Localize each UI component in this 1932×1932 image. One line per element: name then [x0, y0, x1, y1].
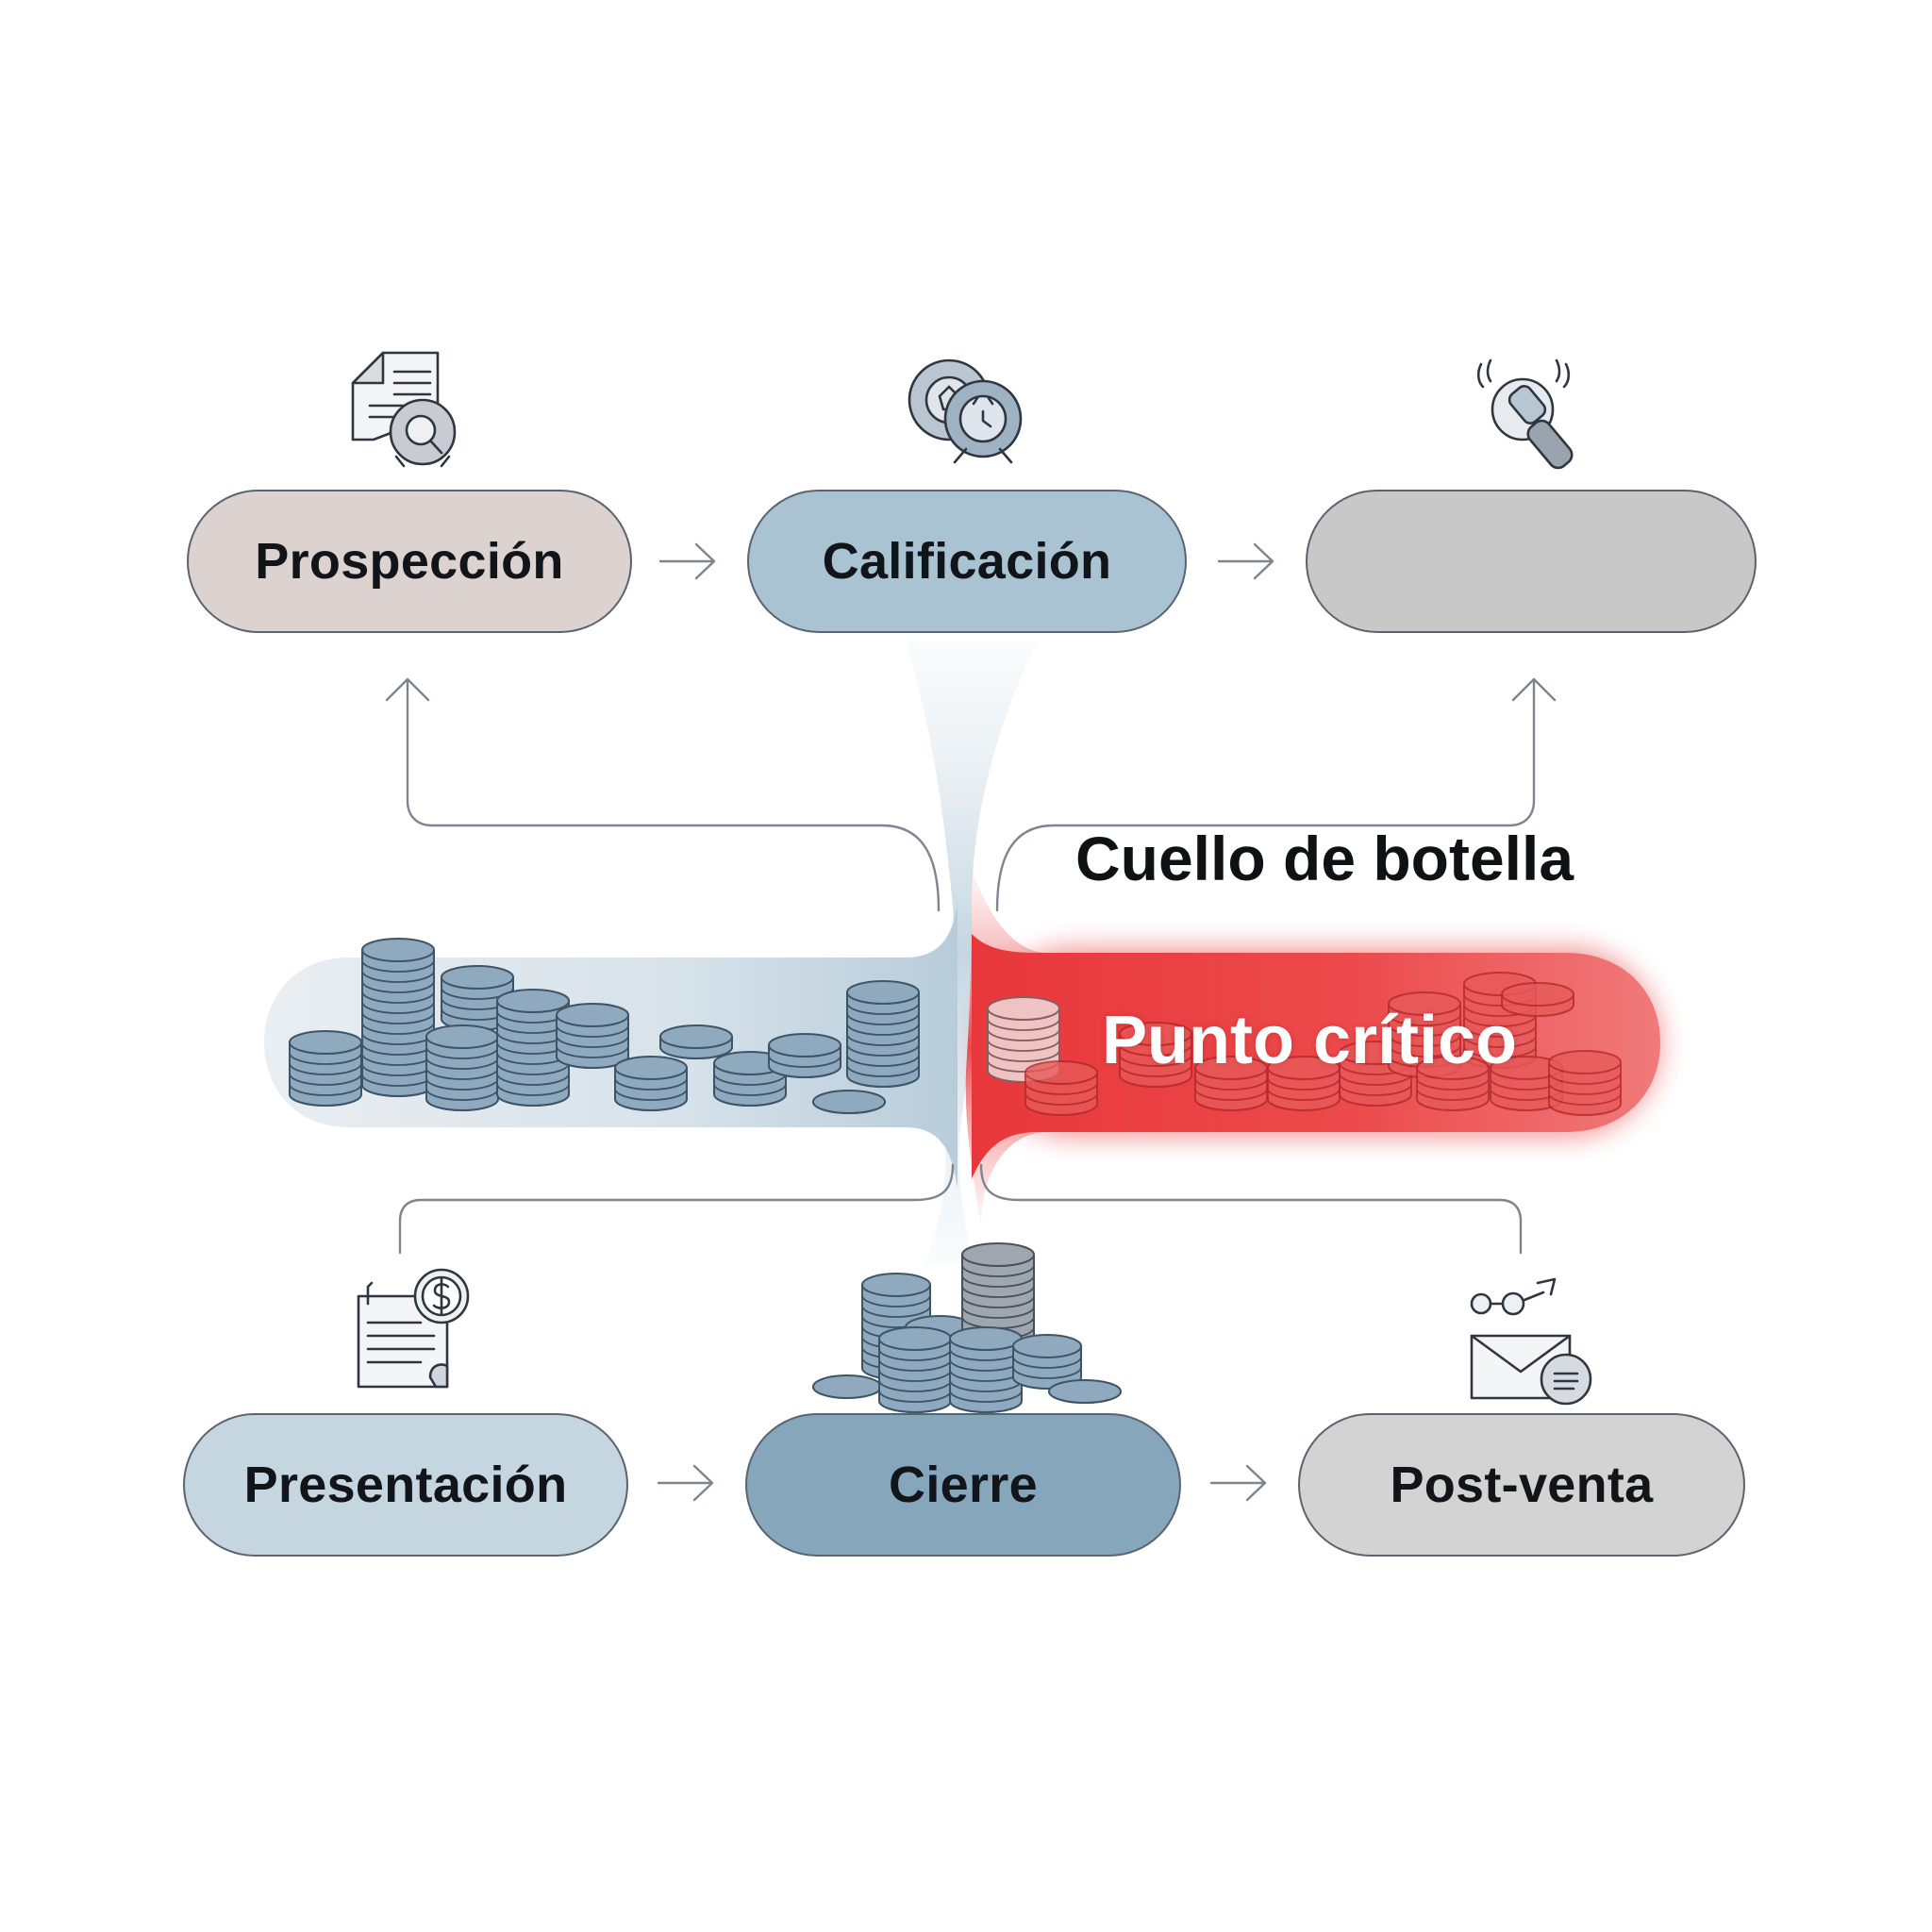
- coin-stack: [713, 1051, 787, 1107]
- flashlight-icon: [1476, 358, 1574, 470]
- coin-stack: [1416, 1056, 1490, 1111]
- stage-prospeccion-label: Prospección: [255, 533, 564, 590]
- coin-stack: [949, 1326, 1023, 1413]
- arrow-calificacion-step3: [1217, 542, 1274, 580]
- coin-stack: [1501, 982, 1574, 1017]
- coins-red-cluster: [987, 972, 1622, 1116]
- qualification-badges-icon: [908, 358, 1023, 464]
- coin-stack: [614, 1056, 688, 1111]
- coin-stack: [1267, 1056, 1341, 1111]
- connector-to-postventa: [979, 1163, 1523, 1255]
- email-share-icon: [1470, 1277, 1592, 1406]
- coin-stack: [811, 1374, 883, 1399]
- invoice-dollar-icon: [357, 1268, 470, 1389]
- coin-stack: [768, 1033, 841, 1078]
- coin-stack: [361, 938, 435, 1097]
- coin-stack: [1047, 1379, 1123, 1404]
- coin-stack: [659, 1024, 733, 1059]
- arrow-prospeccion-calificacion: [658, 542, 716, 580]
- coin-stack: [1119, 1022, 1192, 1088]
- coins-cierre-cluster: [811, 1242, 1123, 1413]
- document-search-icon: [351, 351, 457, 468]
- coin-stack: [1194, 1056, 1268, 1111]
- stage-presentacion[interactable]: Presentación: [183, 1413, 628, 1557]
- stage-cierre[interactable]: Cierre: [745, 1413, 1181, 1557]
- stage-postventa-label: Post-venta: [1390, 1457, 1654, 1513]
- coin-stack: [846, 980, 920, 1088]
- coin-stack: [878, 1326, 952, 1413]
- stage-presentacion-label: Presentación: [243, 1457, 568, 1513]
- connector-to-step3: [995, 677, 1557, 912]
- connector-to-presentacion: [398, 1163, 955, 1255]
- stage-cierre-label: Cierre: [889, 1457, 1038, 1513]
- arrow-cierre-postventa: [1209, 1464, 1267, 1502]
- connector-to-prospeccion: [385, 677, 941, 912]
- neck-stream-blue: [906, 641, 1038, 1264]
- coin-stack: [556, 1003, 629, 1069]
- coin-stack: [1024, 1060, 1098, 1116]
- stage-calificacion[interactable]: Calificación: [747, 490, 1187, 633]
- coin-stack: [425, 1024, 499, 1111]
- arrow-presentacion-cierre: [657, 1464, 714, 1502]
- coin-stack: [811, 1090, 887, 1114]
- stage-prospeccion[interactable]: Prospección: [187, 490, 632, 633]
- stage-postventa[interactable]: Post-venta: [1298, 1413, 1745, 1557]
- coin-stack: [441, 965, 514, 1031]
- coin-stack: [496, 989, 570, 1107]
- coin-stack: [289, 1030, 362, 1107]
- stage-calificacion-label: Calificación: [822, 533, 1112, 590]
- coin-stack: [1548, 1050, 1622, 1116]
- critical-point-label: Punto crítico: [1102, 1003, 1518, 1078]
- coins-blue-cluster: [289, 938, 920, 1114]
- stage-growth[interactable]: [1306, 490, 1757, 633]
- bottleneck-title: Cuello de botella: [1075, 824, 1574, 893]
